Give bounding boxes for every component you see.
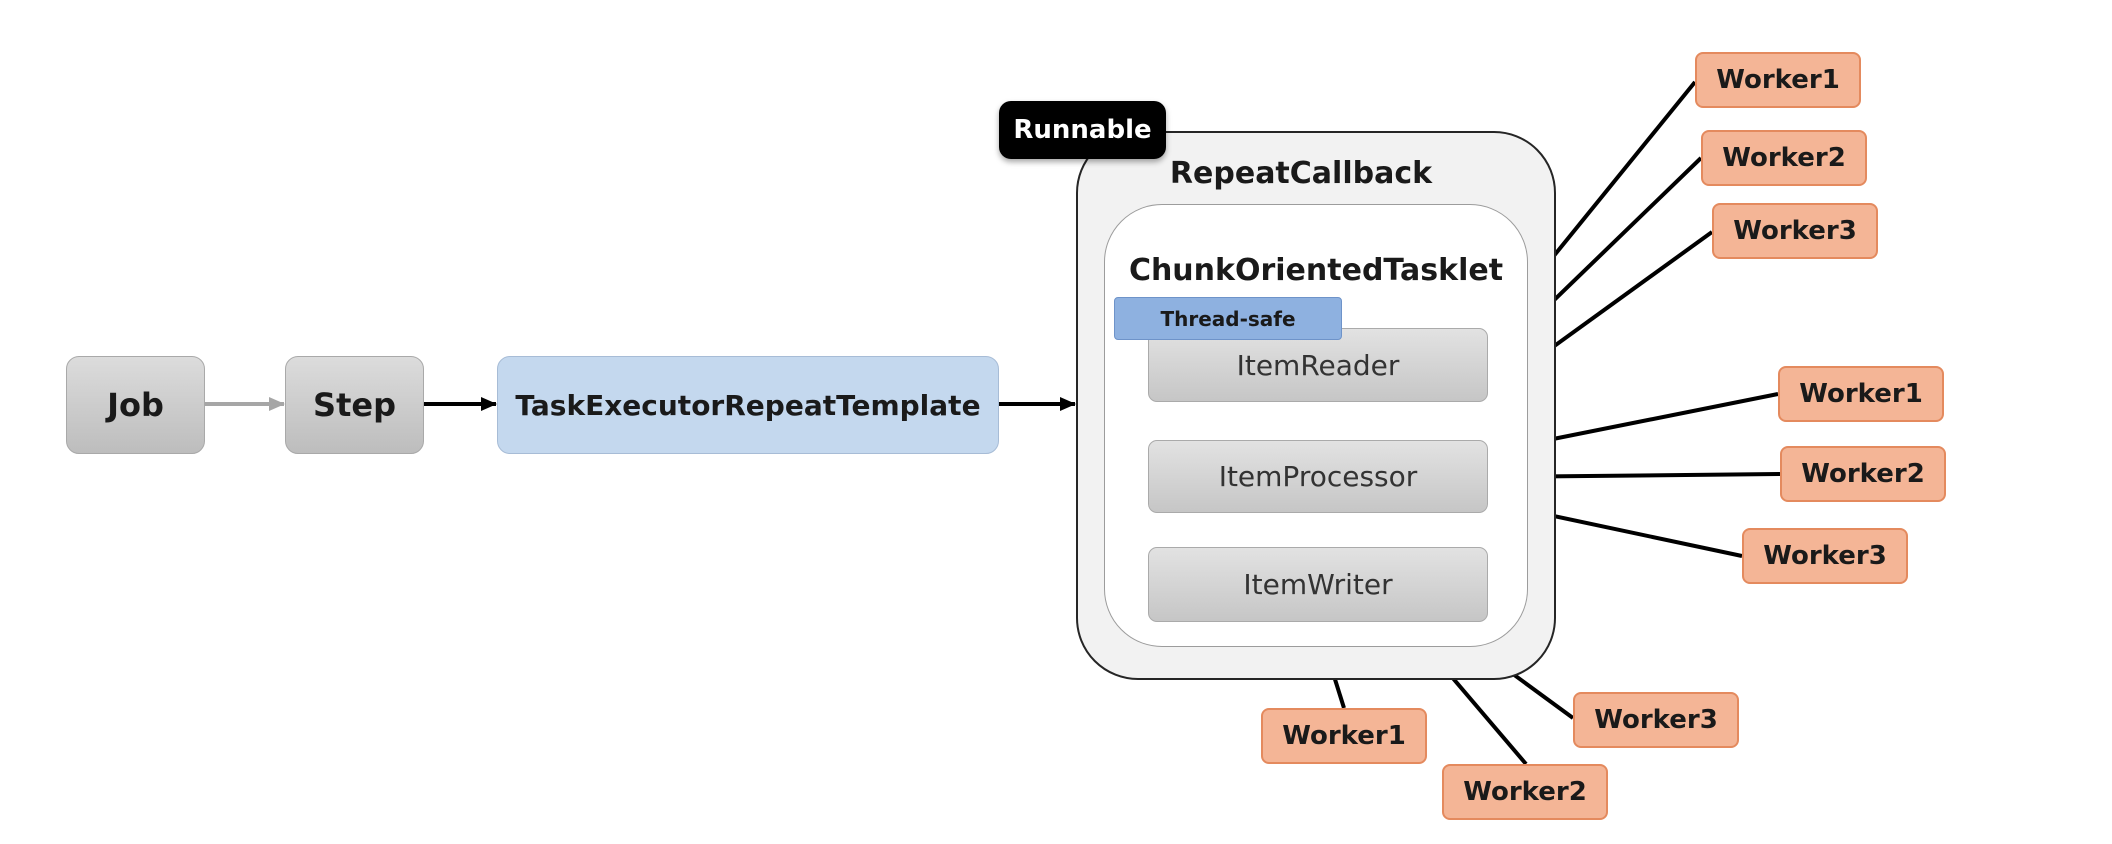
- tasklet-title-text: ChunkOrientedTasklet: [1128, 252, 1504, 288]
- item-writer-box: ItemWriter: [1148, 547, 1488, 622]
- item-processor-box: ItemProcessor: [1148, 440, 1488, 513]
- worker-label: Worker3: [1594, 705, 1718, 735]
- runnable-label: Runnable: [1013, 115, 1152, 145]
- task-executor-repeat-template-node: TaskExecutorRepeatTemplate: [497, 356, 999, 454]
- worker-reader-3: Worker3: [1712, 203, 1878, 259]
- item-writer-label: ItemWriter: [1243, 568, 1393, 601]
- repeat-callback-title: RepeatCallback: [1076, 152, 1526, 194]
- item-reader-label: ItemReader: [1236, 348, 1400, 382]
- repeat-callback-title-text: RepeatCallback: [1169, 155, 1433, 191]
- worker-reader-2: Worker2: [1701, 130, 1867, 186]
- worker-label: Worker1: [1716, 65, 1840, 95]
- item-processor-label: ItemProcessor: [1218, 460, 1418, 493]
- worker-processor-1: Worker1: [1778, 366, 1944, 422]
- worker-processor-2: Worker2: [1780, 446, 1946, 502]
- worker-label: Worker2: [1463, 777, 1587, 807]
- worker-label: Worker2: [1722, 143, 1846, 173]
- worker-label: Worker1: [1282, 721, 1406, 751]
- job-node: Job: [66, 356, 205, 454]
- thread-safe-label: Thread-safe: [1160, 306, 1296, 331]
- worker-writer-3: Worker3: [1573, 692, 1739, 748]
- thread-safe-badge: Thread-safe: [1114, 297, 1342, 340]
- worker-writer-2: Worker2: [1442, 764, 1608, 820]
- step-node: Step: [285, 356, 424, 454]
- worker-processor-3: Worker3: [1742, 528, 1908, 584]
- worker-label: Worker1: [1799, 379, 1923, 409]
- worker-reader-1: Worker1: [1695, 52, 1861, 108]
- worker-label: Worker3: [1763, 541, 1887, 571]
- worker-writer-1: Worker1: [1261, 708, 1427, 764]
- worker-label: Worker3: [1733, 216, 1857, 246]
- chunk-oriented-tasklet-title: ChunkOrientedTasklet: [1104, 249, 1528, 291]
- runnable-badge: Runnable: [999, 101, 1166, 159]
- job-label: Job: [107, 386, 164, 424]
- worker-label: Worker2: [1801, 459, 1925, 489]
- step-label: Step: [313, 386, 396, 424]
- template-label: TaskExecutorRepeatTemplate: [515, 388, 981, 422]
